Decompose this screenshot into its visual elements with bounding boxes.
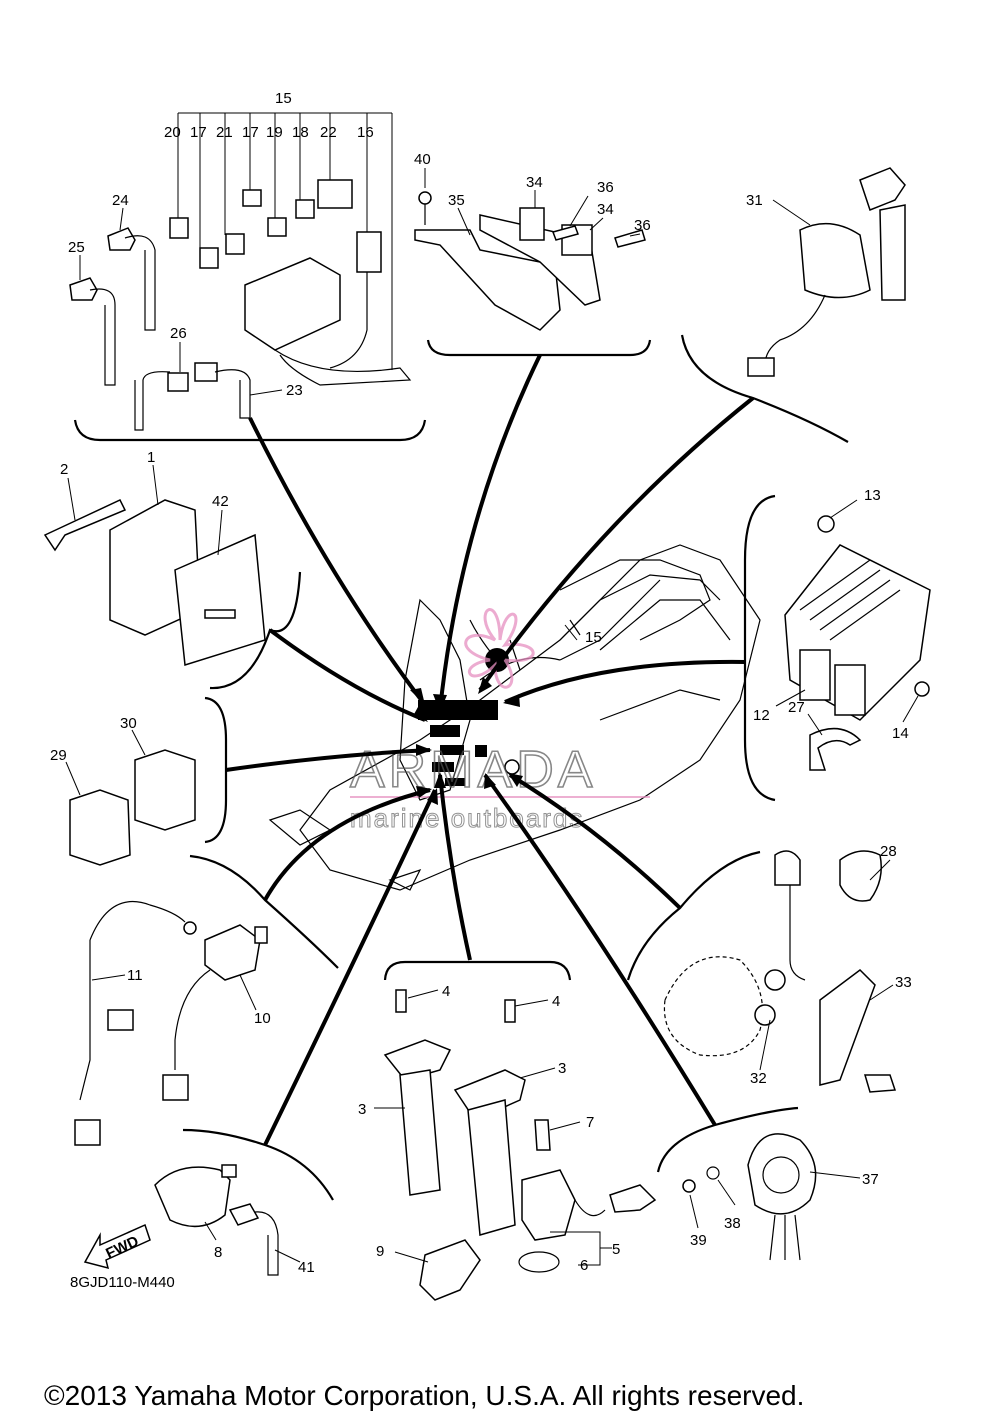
pickup-sensor-group [663,850,897,1093]
fuse-box-group [69,112,412,431]
part-labels: 15 20 17 21 17 19 18 22 16 24 25 26 23 4… [50,90,912,1276]
watermark-brand: ARMADA [350,741,596,799]
label-3-a: 3 [358,1101,366,1118]
label-1: 1 [147,449,155,466]
relay-bracket-group [414,191,646,331]
label-12: 12 [753,707,770,724]
label-22: 22 [320,124,337,141]
label-21: 21 [216,124,233,141]
label-34-b: 34 [597,201,614,218]
label-9: 9 [376,1243,384,1260]
label-39: 39 [690,1232,707,1249]
label-29: 29 [50,747,67,764]
label-19: 19 [266,124,283,141]
forward-arrow: FWD [83,1223,151,1270]
buzzer-group [682,1133,817,1261]
label-34-a: 34 [526,174,543,191]
vehicle-outline [268,544,761,891]
label-4-a: 4 [442,983,450,1000]
label-16: 16 [357,124,374,141]
sensor-and-lead-group [74,901,268,1146]
label-24: 24 [112,192,129,209]
watermark-text: ARMADA marine outboards [349,740,650,834]
label-15-center: 15 [585,629,602,646]
label-17-b: 17 [242,124,259,141]
label-42: 42 [212,493,229,510]
ecu-group [43,499,266,666]
label-4-b: 4 [552,993,560,1010]
watermark-tagline: marine outboards [350,803,584,833]
watermark-logo [464,608,535,689]
label-2: 2 [60,461,68,478]
label-28: 28 [880,843,897,860]
label-10: 10 [254,1010,271,1027]
label-26: 26 [170,325,187,342]
label-20: 20 [164,124,181,141]
main-switch [747,167,906,377]
label-33: 33 [895,974,912,991]
label-18: 18 [292,124,309,141]
copyright-notice: ©2013 Yamaha Motor Corporation, U.S.A. A… [44,1380,804,1411]
label-6: 6 [580,1257,588,1274]
label-41: 41 [298,1259,315,1276]
label-25: 25 [68,239,85,256]
label-7: 7 [586,1114,594,1131]
speed-sensor-group [419,1169,657,1301]
central-harness-cluster [418,579,661,786]
label-30: 30 [120,715,137,732]
label-17-a: 17 [190,124,207,141]
label-37: 37 [862,1171,879,1188]
drawing-code: 8GJD110-M440 [70,1274,175,1291]
label-36-a: 36 [597,179,614,196]
ignition-coil-group [383,989,551,1236]
label-14: 14 [892,725,909,742]
label-3-b: 3 [558,1060,566,1077]
label-11: 11 [127,967,143,984]
group-brackets [73,334,849,1201]
spoke-arrowheads [410,677,523,805]
label-23: 23 [286,382,303,399]
label-31: 31 [746,192,763,209]
label-13: 13 [864,487,881,504]
label-27: 27 [788,699,805,716]
relays-group [69,749,196,866]
label-35: 35 [448,192,465,209]
pressure-switch-group [154,1164,279,1276]
label-36-b: 36 [634,217,651,234]
label-8: 8 [214,1244,222,1261]
leader-spokes [225,354,755,1146]
label-32: 32 [750,1070,767,1087]
leader-lines [65,168,919,1266]
label-15-top: 15 [275,90,292,107]
label-5: 5 [612,1241,620,1258]
label-40: 40 [414,151,431,168]
rectifier-group [784,515,931,771]
label-38: 38 [724,1215,741,1232]
